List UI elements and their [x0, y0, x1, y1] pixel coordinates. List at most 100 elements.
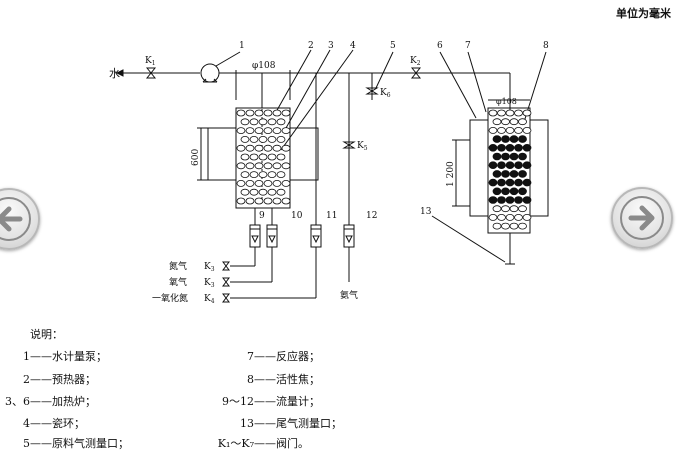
activated-coke-pellet: [522, 144, 532, 152]
ceramic-ring: [497, 126, 506, 134]
activated-coke-pellet: [522, 161, 532, 170]
ceramic-ring: [272, 144, 282, 152]
ceramic-ring: [505, 109, 515, 117]
ceramic-ring: [522, 109, 532, 117]
ceramic-ring: [505, 213, 515, 221]
ceramic-ring: [514, 109, 523, 117]
ceramic-ring: [267, 118, 277, 126]
ceramic-ring: [267, 188, 277, 196]
ceramic-ring: [258, 171, 268, 179]
prev-button[interactable]: [0, 188, 40, 250]
callout-5: 5: [390, 41, 396, 51]
valve-k3b-label: K3: [204, 278, 215, 289]
ceramic-ring: [272, 162, 282, 170]
ceramic-ring: [509, 118, 519, 126]
preheater-furnace-right: [289, 127, 319, 181]
ceramic-ring: [254, 179, 264, 187]
valve-k2-label: K2: [410, 56, 421, 67]
valve-k3b: [222, 277, 230, 287]
water-inlet-arrow: [115, 69, 124, 77]
ceramic-ring: [236, 162, 246, 170]
callout-9: 9: [259, 211, 265, 221]
ceramic-ring: [488, 213, 498, 221]
arrow-left-icon: [0, 197, 31, 241]
ceramic-ring: [281, 162, 291, 170]
ceramic-ring: [492, 222, 502, 230]
activated-coke-pellet: [501, 187, 510, 196]
ceramic-ring: [263, 144, 273, 152]
preheater-furnace-left: [207, 127, 237, 181]
ceramic-ring: [245, 162, 255, 170]
preheater-vessel: [235, 107, 291, 209]
ceramic-ring: [276, 171, 286, 179]
ceramic-ring: [272, 179, 282, 187]
activated-coke-pellet: [514, 196, 523, 204]
ceramic-ring: [501, 118, 510, 126]
next-button[interactable]: [611, 187, 673, 249]
activated-coke-pellet: [505, 144, 515, 152]
ceramic-ring: [240, 171, 250, 179]
activated-coke-pellet: [497, 161, 506, 170]
ceramic-ring: [276, 118, 286, 126]
ceramic-ring: [249, 118, 259, 126]
callout-2: 2: [308, 41, 314, 51]
activated-coke-pellet: [514, 144, 523, 152]
flowmeter-12: [343, 224, 355, 248]
ceramic-ring: [236, 197, 246, 205]
ceramic-ring: [267, 171, 277, 179]
ceramic-ring: [254, 109, 264, 117]
preheater-diameter-label: φ108: [252, 61, 276, 71]
activated-coke-pellet: [505, 196, 515, 204]
activated-coke-pellet: [505, 178, 515, 187]
ceramic-ring: [258, 135, 268, 143]
activated-coke-pellet: [501, 170, 510, 178]
valve-k3a-label: K3: [204, 262, 215, 273]
ceramic-ring: [276, 188, 286, 196]
nitrogen-label: 氮气: [169, 260, 187, 272]
ceramic-ring: [488, 109, 498, 117]
ceramic-ring: [254, 197, 264, 205]
ceramic-ring: [518, 205, 527, 213]
callout-6: 6: [437, 41, 443, 51]
ceramic-ring: [281, 109, 291, 117]
valve-k5: [342, 141, 356, 149]
ceramic-ring: [497, 213, 506, 221]
ceramic-ring: [245, 144, 255, 152]
ceramic-ring: [281, 197, 291, 205]
ceramic-ring: [249, 188, 259, 196]
callout-10: 10: [291, 211, 303, 221]
ceramic-ring: [236, 127, 246, 135]
callout-7: 7: [465, 41, 471, 51]
activated-coke-pellet: [518, 187, 527, 196]
callout-13: 13: [420, 207, 432, 217]
ceramic-ring: [267, 153, 277, 161]
activated-coke-pellet: [488, 144, 498, 152]
ceramic-ring: [281, 144, 291, 152]
ceramic-ring: [505, 126, 515, 134]
valve-k2: [410, 67, 422, 79]
ceramic-ring: [272, 109, 282, 117]
ceramic-ring: [276, 153, 286, 161]
flowmeter-10: [266, 224, 278, 248]
ceramic-ring: [509, 205, 519, 213]
preheater-height-label: 600: [191, 149, 201, 166]
ceramic-ring: [488, 126, 498, 134]
ceramic-ring: [492, 118, 502, 126]
ceramic-ring: [522, 213, 532, 221]
activated-coke-pellet: [518, 170, 527, 178]
reactor-furnace-right: [529, 119, 549, 217]
activated-coke-pellet: [488, 196, 498, 204]
ceramic-ring: [281, 179, 291, 187]
legend-item-1: 1——水计量泵；: [23, 350, 107, 363]
ceramic-ring: [514, 126, 523, 134]
activated-coke-pellet: [514, 161, 523, 170]
callout-3: 3: [328, 41, 334, 51]
legend-item-2: 2——预热器；: [23, 373, 96, 386]
activated-coke-pellet: [492, 187, 502, 196]
activated-coke-pellet: [509, 187, 519, 196]
valve-k1: [145, 67, 157, 79]
reactor-diameter-label: φ108: [496, 97, 517, 106]
callout-4: 4: [350, 41, 356, 51]
ceramic-ring: [522, 126, 532, 134]
flowmeter-9: [249, 224, 261, 248]
